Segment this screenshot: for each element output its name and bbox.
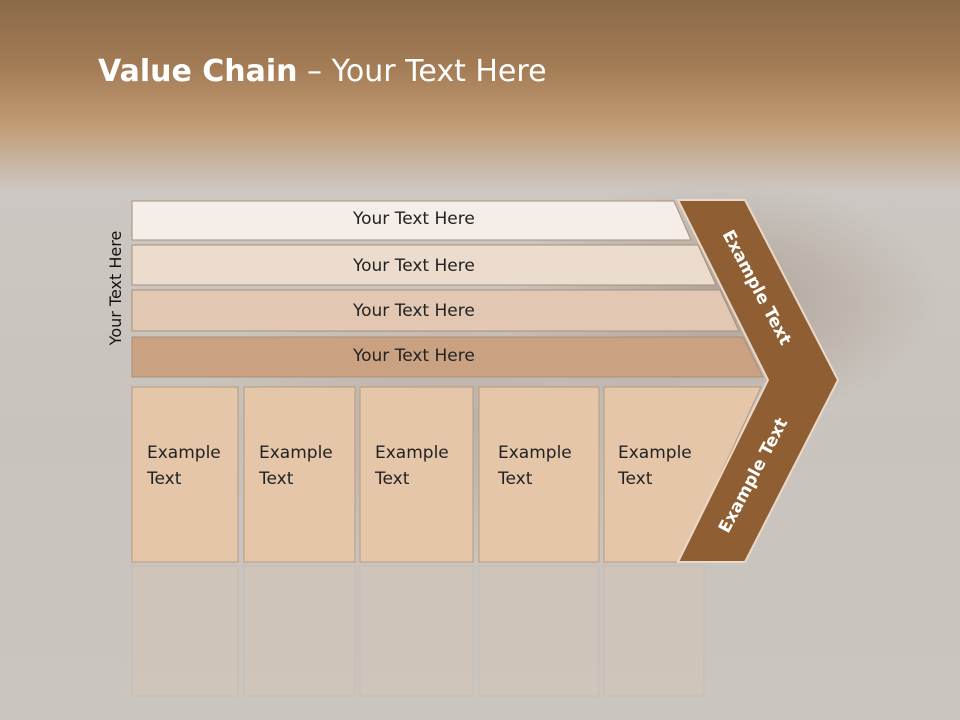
cell-2-text: Example Text (259, 440, 333, 492)
cell-5-line1: Example (618, 443, 692, 463)
cell-2 (243, 386, 356, 563)
bar-2-label: Your Text Here (353, 256, 475, 276)
bar-4 (131, 336, 764, 378)
bar-4-label: Your Text Here (353, 346, 475, 366)
cell-1-text: Example Text (147, 440, 221, 492)
cell-4-text: Example Text (498, 440, 572, 492)
cell-1-line1: Example (147, 443, 221, 463)
cell-2-line2: Text (259, 469, 294, 489)
title-bold: Value Chain (98, 54, 298, 89)
bar-3-label: Your Text Here (353, 301, 475, 321)
cell-3 (359, 386, 474, 563)
cell-1-line2: Text (147, 469, 182, 489)
chevron-arrow (676, 199, 840, 563)
cell-5-line2: Text (618, 469, 653, 489)
bar-1-label: Your Text Here (353, 209, 475, 229)
cell-3-text: Example Text (375, 440, 449, 492)
cell-3-line1: Example (375, 443, 449, 463)
bar-3 (131, 289, 740, 332)
cell-4-line1: Example (498, 443, 572, 463)
bar-2 (131, 244, 717, 286)
title-rest: – Your Text Here (297, 54, 547, 89)
side-label: Your Text Here (106, 230, 125, 346)
cell-5-text: Example Text (618, 440, 692, 492)
cell-1 (131, 386, 239, 563)
cell-2-line1: Example (259, 443, 333, 463)
cell-4 (478, 386, 600, 563)
cell-4-line2: Text (498, 469, 533, 489)
slide-title: Value Chain – Your Text Here (98, 54, 547, 89)
title-band (0, 0, 960, 190)
reflection (131, 565, 705, 697)
cell-3-line2: Text (375, 469, 410, 489)
bar-1 (131, 200, 692, 241)
